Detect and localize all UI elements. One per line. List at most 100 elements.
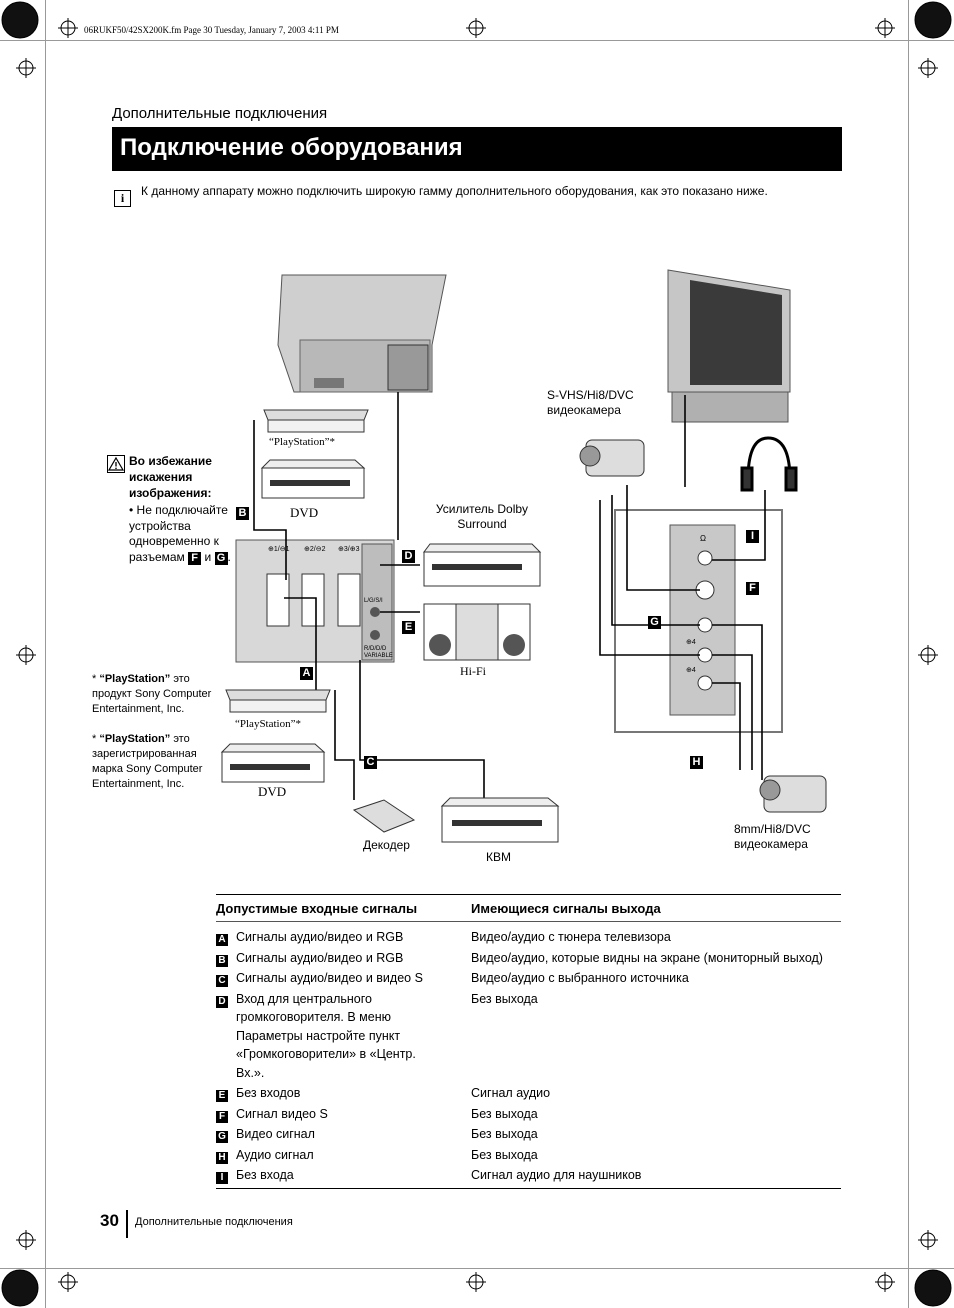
intro-text: К данному аппарату можно подключить широ…: [141, 184, 768, 198]
warning-heading: Во избежание искажения изображения:: [129, 454, 212, 500]
footnote-brand: “PlayStation”: [99, 733, 171, 745]
panel-label-6: VARIABLE: [364, 653, 393, 659]
connector-letter-e: E: [402, 621, 415, 634]
row-letter-badge: G: [216, 1131, 228, 1143]
label-vcr: КВМ: [486, 850, 511, 864]
amplifier-illustration: [423, 543, 542, 587]
output-signal: Без выхода: [471, 1147, 538, 1162]
front-panel-frame: [614, 509, 783, 733]
page-title: Подключение оборудования: [112, 127, 842, 171]
label-playstation-top: “PlayStation”*: [269, 436, 335, 448]
output-signal: Сигнал аудио: [471, 1086, 551, 1100]
section-title: Дополнительные подключения: [112, 105, 328, 122]
row-letter-badge: E: [216, 1090, 228, 1102]
footnote-brand: “PlayStation”: [99, 673, 171, 685]
row-letter-badge: F: [216, 1110, 228, 1123]
connector-letter-b: B: [236, 507, 249, 520]
connector-letter-c: C: [364, 756, 377, 769]
warning-and: и: [204, 549, 212, 564]
label-decoder: Декодер: [363, 838, 410, 852]
input-signal: Сигнал видео S: [236, 1106, 328, 1121]
table-row: H Аудио сигнал Без выхода: [216, 1145, 841, 1166]
tv-rear-illustration: [277, 274, 447, 393]
page-number: 30: [100, 1211, 119, 1230]
footnote-2: * “PlayStation” это зарегистрированная м…: [92, 732, 217, 792]
headphones-illustration: [740, 436, 798, 492]
footnote-text: это зарегистрированная марка Sony Comput…: [92, 733, 203, 790]
footnote-star: *: [92, 733, 97, 745]
row-letter-badge: H: [216, 1151, 228, 1164]
warning-icon: [107, 455, 125, 473]
playstation-top-illustration: [263, 409, 369, 433]
row-letter-badge: D: [216, 995, 228, 1008]
connector-letter-a: A: [300, 667, 313, 680]
playstation-bottom-illustration: [225, 689, 331, 713]
footnote-1: * “PlayStation” это продукт Sony Compute…: [92, 672, 217, 717]
tv-front-illustration: [667, 269, 791, 423]
input-cell: H Аудио сигнал: [216, 1145, 471, 1166]
panel-label-3: ⊕3/⊕3: [338, 546, 360, 553]
label-camcorder-bottom: 8mm/Hi8/DVC видеокамера: [734, 822, 811, 851]
table-header-output: Имеющиеся сигналы выхода: [471, 894, 841, 922]
warning-text: • Не подключайте устройства одновременно…: [129, 503, 231, 565]
label-amplifier: Усилитель Dolby Surround: [435, 502, 529, 531]
row-letter-badge: A: [216, 934, 228, 946]
info-icon: i: [114, 190, 131, 207]
panel-label-4: L/G/S/I: [364, 598, 383, 604]
panel-label-7: Ω: [700, 534, 706, 543]
footnote-star: *: [92, 673, 97, 685]
connector-letter-i: I: [746, 530, 759, 543]
dvd-top-illustration: [260, 459, 366, 499]
panel-label-2: ⊕2/⊖2: [304, 546, 326, 553]
input-signal: Видео сигнал: [236, 1127, 315, 1141]
warning-bullet: • Не подключайте устройства одновременно…: [129, 503, 228, 564]
connector-letter-d: D: [402, 550, 415, 563]
label-hifi: Hi-Fi: [460, 664, 487, 678]
output-signal: Видео/аудио с тюнера телевизора: [471, 930, 671, 944]
input-cell: A Сигналы аудио/видео и RGB: [216, 922, 471, 948]
panel-label-5: R/D/D/D: [364, 646, 387, 652]
connector-letter-g: G: [648, 616, 661, 629]
footer-divider: [126, 1210, 128, 1238]
vcr-illustration: [440, 797, 560, 843]
input-cell: I Без входа: [216, 1165, 471, 1189]
output-signal: Без выхода: [471, 1106, 538, 1121]
input-signal: Без входов: [236, 1086, 301, 1100]
label-camcorder-top: S-VHS/Hi8/DVC видеокамера: [547, 388, 634, 417]
camcorder-top-illustration: [579, 439, 645, 477]
output-signal: Видео/аудио с выбранного источника: [471, 971, 689, 985]
connector-letter-f: F: [746, 582, 759, 595]
table-row: C Сигналы аудио/видео и видео S Видео/ауди…: [216, 968, 841, 989]
input-signal: Аудио сигнал: [236, 1147, 314, 1162]
table-row: I Без входа Сигнал аудио для наушников: [216, 1165, 841, 1189]
label-dvd-top: DVD: [290, 505, 319, 520]
table-header-input: Допустимые входные сигналы: [216, 894, 471, 922]
table-row: F Сигнал видео S Без выхода: [216, 1104, 841, 1125]
input-cell: F Сигнал видео S: [216, 1104, 471, 1125]
label-dvd-bottom: DVD: [258, 784, 287, 799]
camcorder-bottom-illustration: [759, 775, 827, 813]
file-header: 06RUKF50/42SX200K.fm Page 30 Tuesday, Ja…: [84, 25, 339, 35]
input-signal: Сигналы аудио/видео и видео S: [236, 971, 423, 985]
input-cell: C Сигналы аудио/видео и видео S: [216, 968, 471, 989]
output-signal: Сигнал аудио для наушников: [471, 1165, 841, 1189]
footer-text: Дополнительные подключения: [135, 1216, 293, 1228]
panel-label-9: ⊕4: [686, 667, 696, 674]
row-letter-badge: I: [216, 1172, 228, 1184]
warning-letter-f: F: [188, 551, 202, 565]
input-signal: Без входа: [236, 1168, 294, 1182]
panel-label-8: ⊕4: [686, 639, 696, 646]
cables: [253, 392, 766, 800]
decoder-illustration: [352, 799, 416, 833]
row-letter-badge: B: [216, 954, 228, 967]
input-signal: Сигналы аудио/видео и RGB: [236, 930, 404, 944]
output-signal: Без выхода: [471, 1127, 538, 1141]
row-letter-badge: C: [216, 975, 228, 987]
table-row: G Видео сигнал Без выхода: [216, 1124, 841, 1145]
connector-letter-h: H: [690, 756, 703, 769]
